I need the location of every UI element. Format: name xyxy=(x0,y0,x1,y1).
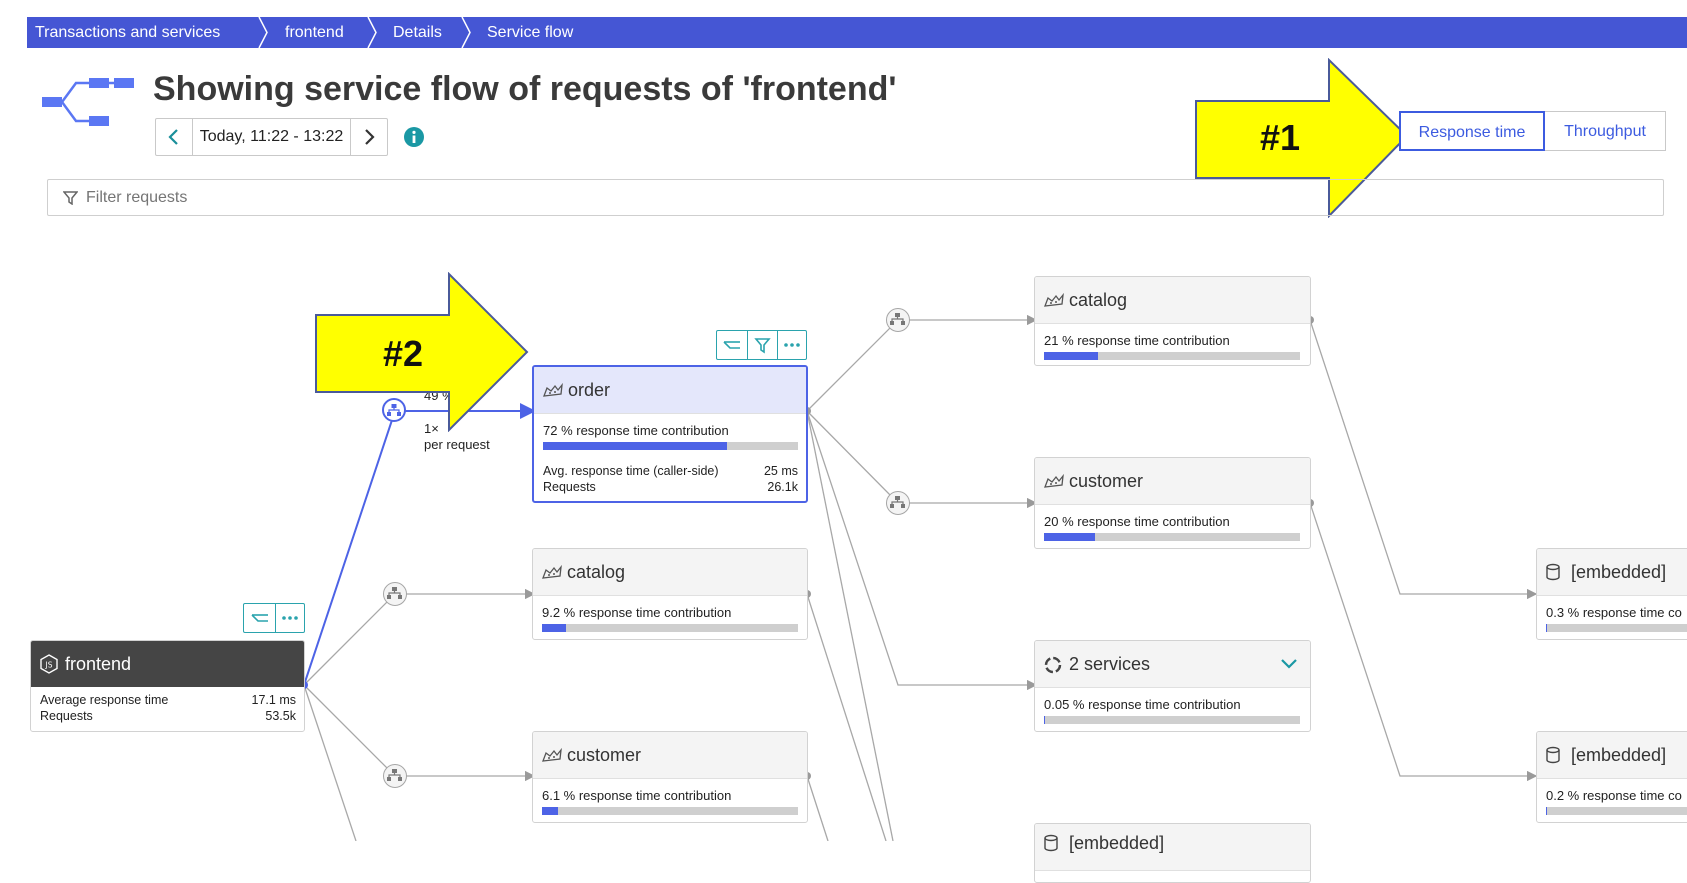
database-node-embedded[interactable]: [embedded] xyxy=(1034,823,1311,883)
service-node-catalog-right[interactable]: catalog 21 % response time contribution xyxy=(1034,276,1311,366)
contribution-bar xyxy=(1044,716,1300,724)
hierarchy-icon xyxy=(384,583,405,604)
contribution-bar-fill xyxy=(542,807,558,815)
database-icon xyxy=(1043,834,1059,852)
requests-label: Requests xyxy=(543,480,596,494)
frontend-node-toolbar xyxy=(243,603,305,633)
response-time-contribution: 72 % response time contribution xyxy=(543,423,729,438)
node-name: [embedded] xyxy=(1069,823,1164,866)
service-node-catalog[interactable]: catalog 9.2 % response time contribution xyxy=(532,548,808,640)
response-time-contribution: 0.2 % response time co xyxy=(1546,788,1682,803)
response-time-contribution: 0.05 % response time contribution xyxy=(1044,697,1241,712)
node-name: [embedded] xyxy=(1571,732,1666,778)
tomcat-icon xyxy=(541,747,563,763)
service-flow-icon xyxy=(717,331,747,359)
more-button[interactable] xyxy=(276,604,304,632)
node-name: 2 services xyxy=(1069,641,1150,687)
response-time-contribution: 20 % response time contribution xyxy=(1044,514,1230,529)
tomcat-icon xyxy=(542,382,564,398)
contribution-bar-fill xyxy=(543,442,727,450)
avg-response-time-value: 17.1 ms xyxy=(252,693,296,707)
avg-response-time-value: 25 ms xyxy=(764,464,798,478)
node-name: frontend xyxy=(65,641,131,687)
filter-button[interactable] xyxy=(748,331,777,359)
more-icon xyxy=(276,604,304,632)
node-name: customer xyxy=(1069,458,1143,504)
svg-text:JS: JS xyxy=(45,661,53,670)
hierarchy-icon xyxy=(887,492,908,513)
tomcat-icon xyxy=(541,564,563,580)
contribution-bar-fill xyxy=(542,624,566,632)
order-node-toolbar xyxy=(716,330,807,360)
database-icon xyxy=(1545,746,1561,764)
node-name: customer xyxy=(567,732,641,778)
requests-value: 26.1k xyxy=(767,480,798,494)
requests-value: 53.5k xyxy=(265,709,296,723)
contribution-bar-fill xyxy=(1044,352,1098,360)
node-name: order xyxy=(568,367,610,413)
tomcat-icon xyxy=(1043,473,1065,489)
response-time-contribution: 21 % response time contribution xyxy=(1044,333,1230,348)
service-flow-button[interactable] xyxy=(717,331,747,359)
node-name: catalog xyxy=(1069,277,1127,323)
contribution-bar xyxy=(542,624,798,632)
contribution-bar xyxy=(543,442,798,450)
database-icon xyxy=(1545,563,1561,581)
filter-icon xyxy=(748,331,777,359)
tomcat-icon xyxy=(1043,292,1065,308)
contribution-bar xyxy=(1044,352,1300,360)
response-time-contribution: 6.1 % response time contribution xyxy=(542,788,731,803)
more-button[interactable] xyxy=(778,331,806,359)
response-time-contribution: 0.3 % response time co xyxy=(1546,605,1682,620)
chevron-down-icon[interactable] xyxy=(1280,656,1298,672)
callout-label-2: #2 xyxy=(383,333,423,375)
service-node-order[interactable]: order 72 % response time contribution Av… xyxy=(532,365,808,503)
avg-response-time-label: Avg. response time (caller-side) xyxy=(543,464,719,478)
node-name: [embedded] xyxy=(1571,549,1666,595)
service-group-node[interactable]: 2 services 0.05 % response time contribu… xyxy=(1034,640,1311,732)
call-node-catalog[interactable] xyxy=(383,582,407,606)
hierarchy-icon xyxy=(384,765,405,786)
service-node-customer[interactable]: customer 6.1 % response time contributio… xyxy=(532,731,808,823)
services-group-icon xyxy=(1043,655,1063,675)
database-node-embedded[interactable]: [embedded] 0.3 % response time co xyxy=(1536,548,1687,640)
call-node-catalog-right[interactable] xyxy=(886,308,910,332)
service-node-customer-right[interactable]: customer 20 % response time contribution xyxy=(1034,457,1311,549)
service-flow-icon xyxy=(244,604,275,632)
contribution-bar xyxy=(1546,624,1687,632)
response-time-contribution: 9.2 % response time contribution xyxy=(542,605,731,620)
contribution-bar xyxy=(542,807,798,815)
requests-label: Requests xyxy=(40,709,93,723)
contribution-bar-fill xyxy=(1044,716,1045,724)
nodejs-icon: JS xyxy=(39,654,59,674)
contribution-bar xyxy=(1044,533,1300,541)
call-node-customer[interactable] xyxy=(383,764,407,788)
more-icon xyxy=(778,331,806,359)
database-node-embedded[interactable]: [embedded] 0.2 % response time co xyxy=(1536,731,1687,823)
avg-response-time-label: Average response time xyxy=(40,693,168,707)
service-node-frontend[interactable]: JS frontend Average response time 17.1 m… xyxy=(30,640,305,732)
edge-per-request-label: per request xyxy=(424,437,490,452)
service-flow-button[interactable] xyxy=(244,604,275,632)
contribution-bar-fill xyxy=(1044,533,1095,541)
node-name: catalog xyxy=(567,549,625,595)
call-node-customer-right[interactable] xyxy=(886,491,910,515)
hierarchy-icon xyxy=(887,309,908,330)
contribution-bar xyxy=(1546,807,1687,815)
